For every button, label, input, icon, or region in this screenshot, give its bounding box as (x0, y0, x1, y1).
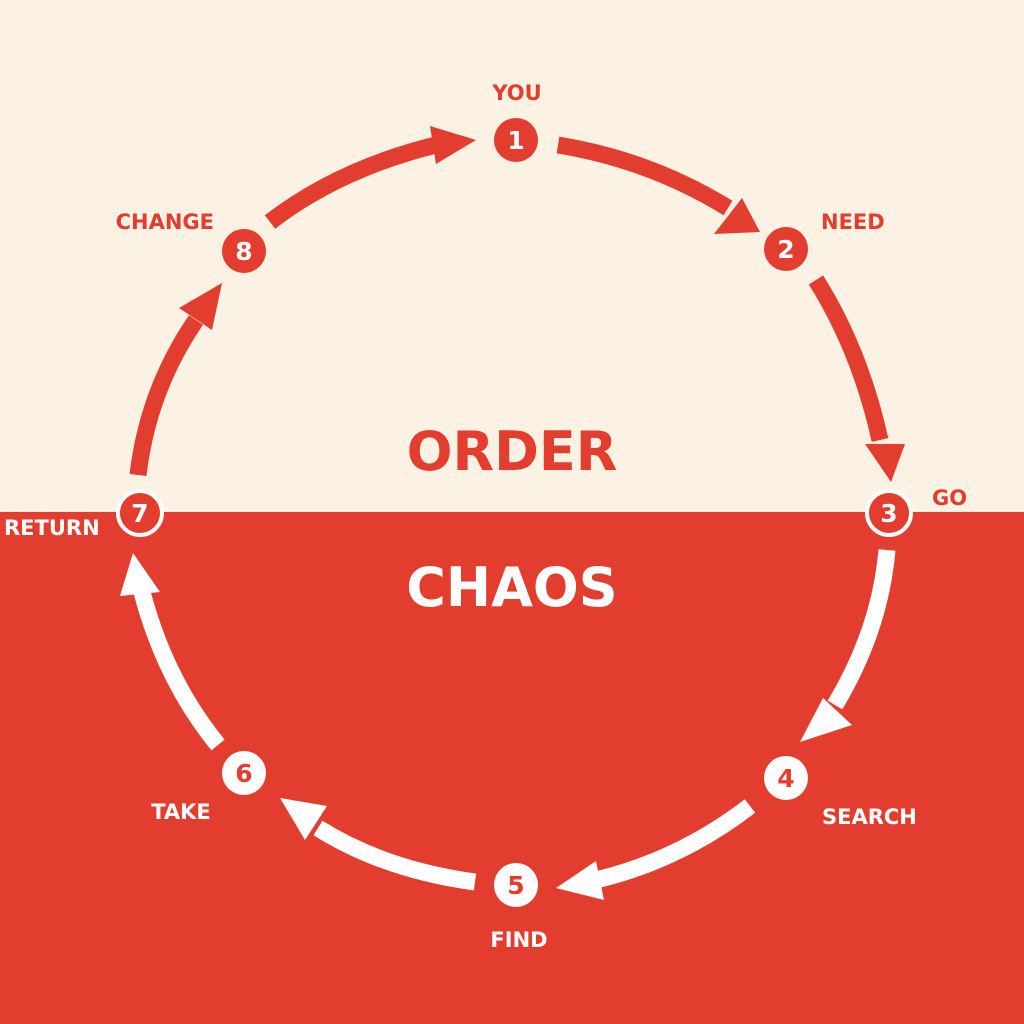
step-3-number: 3 (880, 499, 897, 528)
arrow-1-to-2-head (714, 198, 760, 234)
arrow-8-to-1-head (430, 126, 476, 164)
step-3-circle (865, 489, 913, 537)
step-2-label: NEED (821, 210, 885, 234)
step-6-number: 6 (235, 759, 252, 788)
step-1-number: 1 (507, 126, 524, 155)
arrow-8-to-1 (264, 126, 476, 229)
order-background (0, 0, 1024, 512)
chaos-title: CHAOS (406, 556, 617, 619)
arrow-7-to-8-shaft (129, 315, 204, 476)
arrow-5-to-6-head (280, 798, 327, 840)
arrow-2-to-3-shaft (808, 275, 889, 442)
step-node-2: 2 (764, 227, 808, 271)
step-node-4: 4 (764, 756, 808, 800)
arrow-1-to-2 (556, 136, 760, 234)
step-6-circle (222, 751, 266, 795)
chaos-background (0, 512, 1024, 1024)
arrow-4-to-5 (556, 799, 756, 900)
step-node-5: 5 (494, 863, 538, 907)
arrow-3-to-4-head (800, 698, 852, 742)
step-4-number: 4 (777, 764, 794, 793)
step-8-number: 8 (235, 237, 252, 266)
arrow-1-to-2-shaft (556, 136, 733, 216)
step-5-circle (494, 863, 538, 907)
arrow-4-to-5-head (556, 861, 604, 900)
arrow-7-to-8 (129, 283, 222, 476)
step-1-circle (494, 118, 538, 162)
step-7-circle (116, 489, 164, 537)
step-2-circle (764, 227, 808, 271)
arrow-4-to-5-shaft (594, 799, 756, 889)
step-node-8: 8 (222, 229, 266, 273)
step-6-label: TAKE (151, 800, 211, 824)
arrow-6-to-7 (120, 553, 225, 751)
step-2-number: 2 (777, 235, 794, 264)
step-5-number: 5 (507, 871, 524, 900)
step-node-1: 1 (494, 118, 538, 162)
arrow-8-to-1-shaft (264, 135, 442, 229)
step-7-label: RETURN (4, 516, 100, 540)
arrow-5-to-6 (280, 798, 477, 891)
step-node-6: 6 (222, 751, 266, 795)
step-4-label: SEARCH (822, 805, 917, 829)
step-1-label: YOU (491, 81, 541, 105)
step-7-number: 7 (131, 499, 148, 528)
arrow-2-to-3-head (865, 444, 905, 482)
arrow-3-to-4 (800, 549, 896, 742)
step-node-7: 7 (116, 489, 164, 537)
arrow-6-to-7-shaft (133, 589, 225, 751)
step-8-circle (222, 229, 266, 273)
arrow-7-to-8-head (179, 283, 222, 330)
arrow-3-to-4-shaft (827, 549, 896, 710)
step-node-3: 3 (865, 489, 913, 537)
arrow-2-to-3 (808, 275, 905, 482)
step-4-circle (764, 756, 808, 800)
step-5-label: FIND (490, 928, 547, 952)
step-8-label: CHANGE (116, 210, 214, 234)
arrow-6-to-7-head (120, 553, 160, 596)
order-title: ORDER (407, 420, 618, 483)
arrow-5-to-6-shaft (313, 820, 477, 891)
step-3-label: GO (932, 486, 967, 510)
